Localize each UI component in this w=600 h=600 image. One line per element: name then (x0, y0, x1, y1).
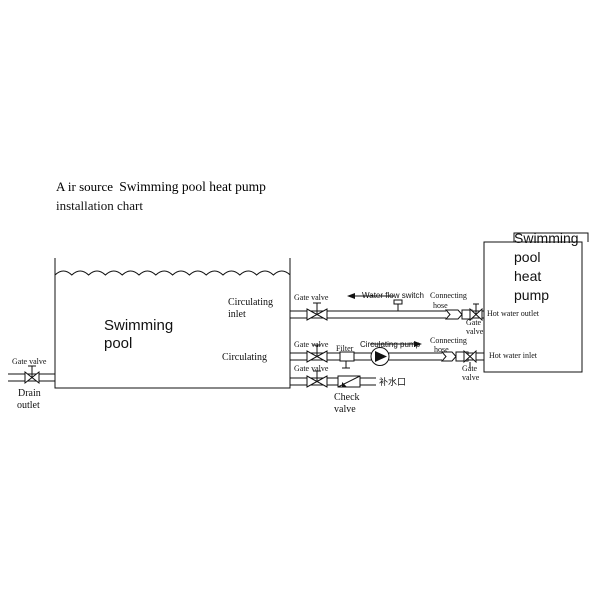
connecting-hose-2-label-1: Connecting (430, 336, 467, 345)
title-line-2: installation chart (56, 198, 143, 213)
check-valve (337, 375, 361, 388)
pipe-circulating: Gate valve Filter Circulating pump Conne… (290, 336, 538, 382)
circulating-pump-label: Circulating pump (360, 340, 421, 349)
gate-valve-5 (306, 370, 328, 388)
pool-label-1: Swimming (104, 317, 173, 334)
water-flow-switch (347, 293, 403, 311)
heat-pump-label-2: pool (514, 249, 540, 265)
drain-outlet: Gate valve Drain outlet (8, 357, 55, 411)
gate-valve-3 (306, 344, 328, 363)
circulating-inlet-label-2: inlet (228, 309, 246, 320)
heat-pump-label-3: heat (514, 268, 541, 284)
water-surface (54, 270, 291, 276)
pipe-makeup: Gate valve 补水口 Check valve (290, 364, 406, 415)
hot-water-outlet-label: Hot water outlet (487, 309, 540, 318)
check-valve-label-2: valve (334, 404, 356, 415)
gate-valve-4-label-2: valve (462, 373, 480, 382)
circulating-label: Circulating (222, 352, 267, 363)
gate-valve-3-label: Gate valve (294, 340, 329, 349)
drain-label-2: outlet (17, 400, 40, 411)
filter (339, 351, 355, 369)
circulating-pump (370, 341, 422, 366)
check-valve-label-1: Check (334, 392, 360, 403)
heat-pump-label-1: Swimming (514, 230, 579, 246)
hot-water-inlet-label: Hot water inlet (489, 351, 538, 360)
drain-label-1: Drain (18, 388, 41, 399)
filter-label: Filter (336, 344, 354, 353)
circulating-inlet-label-1: Circulating (228, 297, 273, 308)
connecting-hose-2-label-2: hose (434, 345, 449, 354)
gate-valve-1 (306, 302, 328, 321)
gate-valve-2-label-2: valve (466, 327, 484, 336)
title-line-1: A ir source Swimming pool heat pump (56, 179, 266, 194)
gate-valve-2-label-1: Gate (466, 318, 482, 327)
swimming-pool: Swimming pool (54, 258, 291, 389)
makeup-water-label: 补水口 (379, 376, 406, 387)
gate-valve-4-label-1: Gate (462, 364, 478, 373)
connecting-hose-1-label-1: Connecting (430, 291, 467, 300)
gate-valve-drain (24, 365, 40, 385)
gate-valve-5-label: Gate valve (294, 364, 329, 373)
gate-valve-2 (469, 303, 483, 322)
gate-valve-1-label: Gate valve (294, 293, 329, 302)
pool-label-2: pool (104, 335, 132, 352)
gate-valve-4 (463, 349, 477, 368)
connecting-hose-1-label-2: hose (433, 301, 448, 310)
drain-gate-valve-label: Gate valve (12, 357, 47, 366)
water-flow-switch-label: Water flow switch (362, 291, 424, 300)
heat-pump-label-4: pump (514, 287, 549, 303)
pipe-inlet: Gate valve Water flow switch Connecting … (290, 291, 540, 336)
heat-pump-unit: Swimming pool heat pump (483, 230, 589, 373)
